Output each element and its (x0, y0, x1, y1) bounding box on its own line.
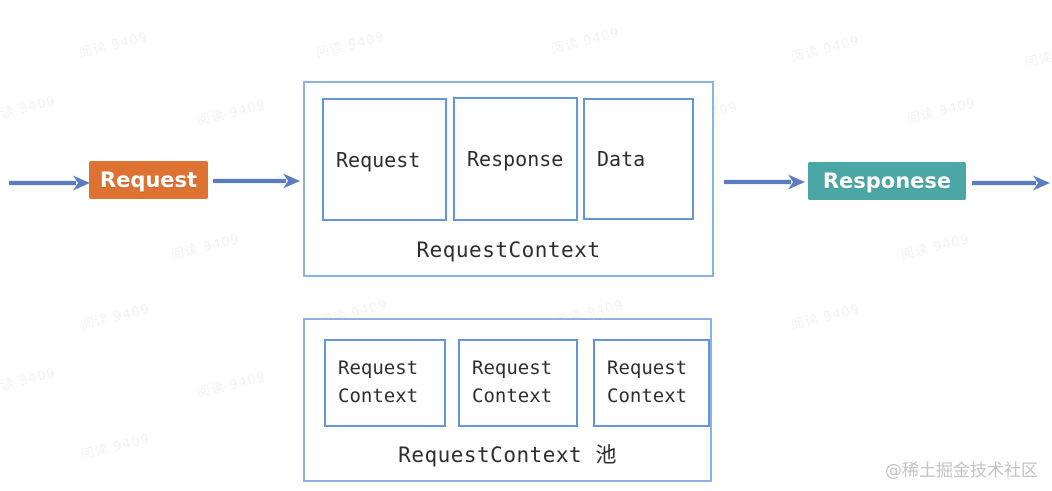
context-item-response: Response (453, 97, 578, 221)
watermark-text: 阅读 9409 (195, 369, 268, 402)
flow-arrow-to-response (724, 174, 805, 190)
context-item-request: Request (322, 98, 447, 221)
watermark-text: 阅读 9409 (0, 93, 58, 126)
watermark-text: 阅读 9409 (1023, 40, 1052, 72)
flow-arrow-in (9, 175, 90, 191)
flow-arrow-out (972, 175, 1050, 191)
watermark-text: 阅读 9409 (169, 231, 242, 264)
request-context-caption: RequestContext (416, 238, 601, 262)
juejin-credit: @稀土掘金技术社区 (885, 461, 1038, 481)
request-chip-label: Request (99, 168, 198, 192)
watermark-text: 阅读 9409 (79, 431, 152, 464)
pool-item: Request Context (593, 339, 710, 427)
pool-item-line: Context (338, 385, 419, 407)
watermark-text: 阅读 9409 (899, 231, 972, 264)
watermark-text: 阅读 9409 (314, 29, 387, 62)
watermark-text: 阅读 9409 (549, 25, 622, 58)
pool-caption: RequestContext 池 (398, 443, 617, 467)
pool-item-line: Request (607, 357, 688, 380)
pool-item-line: Context (607, 385, 688, 407)
response-chip-label: Responese (822, 169, 952, 193)
pool-item: Request Context (324, 339, 446, 427)
request-context-pool-box: Request Context Request Context Request … (303, 318, 712, 482)
watermark-text: 阅读 9409 (79, 301, 152, 334)
watermark-text: 阅读 9409 (77, 29, 150, 62)
flow-arrow-to-context (213, 173, 300, 189)
pool-item-line: Request (338, 357, 419, 380)
request-chip: Request (89, 161, 208, 199)
watermark-text: 阅读 9409 (195, 97, 268, 130)
context-item-label: Request (336, 147, 421, 172)
pool-item-line: Context (472, 385, 553, 407)
watermark-text: 阅读 9409 (789, 301, 862, 334)
context-item-label: Data (597, 147, 646, 171)
watermark-text: 阅读 9409 (0, 365, 58, 398)
pool-item-line: Request (472, 357, 553, 380)
response-chip: Responese (808, 162, 966, 200)
context-item-label: Response (467, 147, 564, 171)
watermark-text: 阅读 9409 (789, 33, 862, 66)
request-context-box: Request Response Data RequestContext (303, 81, 714, 277)
watermark-text: 阅读 9409 (905, 95, 978, 128)
pool-item: Request Context (458, 339, 578, 427)
context-item-data: Data (583, 98, 694, 220)
